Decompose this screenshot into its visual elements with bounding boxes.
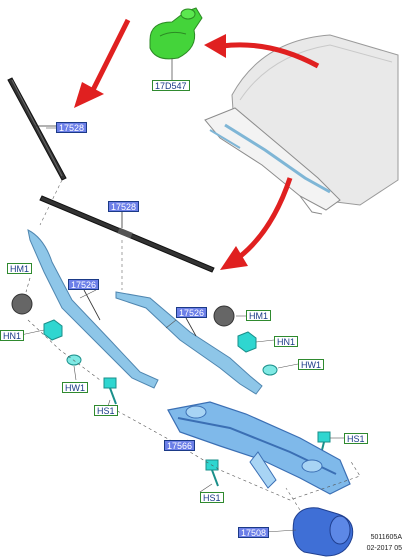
wiper-arm-left	[27, 229, 159, 389]
screw-lower	[205, 459, 219, 487]
wiper-blade-left	[7, 77, 67, 226]
cap-right	[213, 305, 235, 327]
callout-hw-left: HW1	[62, 382, 88, 393]
callout-arm-left: 17526	[68, 279, 100, 290]
hardware-left	[11, 293, 117, 405]
callout-hs-lower: HS1	[200, 492, 224, 503]
arrow-head-linkage	[220, 246, 248, 270]
arrow-to-linkage	[236, 177, 293, 260]
wiper-motor	[285, 487, 354, 557]
callout-motor: 17508	[238, 527, 270, 538]
wiper-arm-right	[115, 291, 263, 395]
wiper-linkage	[167, 401, 351, 495]
callout-arm-right: 17526	[176, 307, 208, 318]
callout-hw-right: HW1	[298, 359, 324, 370]
callout-hn-right: HN1	[274, 336, 299, 347]
callout-blade-left: 17528	[56, 122, 88, 133]
arrow-head-blade	[74, 82, 104, 108]
cap-left	[11, 293, 33, 315]
wiper-blade-right	[39, 195, 215, 290]
washer-left	[66, 354, 82, 366]
cowl-cap-part	[149, 7, 203, 80]
vehicle-hood	[204, 34, 399, 215]
red-arrows	[74, 18, 320, 270]
screw-upper-left	[103, 377, 117, 405]
callout-linkage: 17566	[164, 440, 196, 451]
callout-hs-right: HS1	[344, 433, 368, 444]
washer-right	[262, 364, 278, 376]
callout-hm-right: HM1	[246, 310, 272, 321]
callout-hn-left: HN1	[0, 330, 25, 341]
arrow-head-cap	[204, 34, 226, 58]
nut-left	[43, 319, 63, 341]
callout-blade-right: 17528	[108, 201, 140, 212]
figure-date: 02-2017 05	[366, 545, 402, 552]
callout-hm-left: HM1	[7, 263, 33, 274]
arrow-to-blade	[89, 18, 131, 94]
callout-hs-upper-left: HS1	[94, 405, 118, 416]
nut-right	[237, 331, 257, 353]
figure-code: 5011605A	[370, 534, 402, 541]
callout-cowl-cap: 17D547	[152, 80, 190, 91]
arrow-to-cap	[221, 42, 320, 69]
